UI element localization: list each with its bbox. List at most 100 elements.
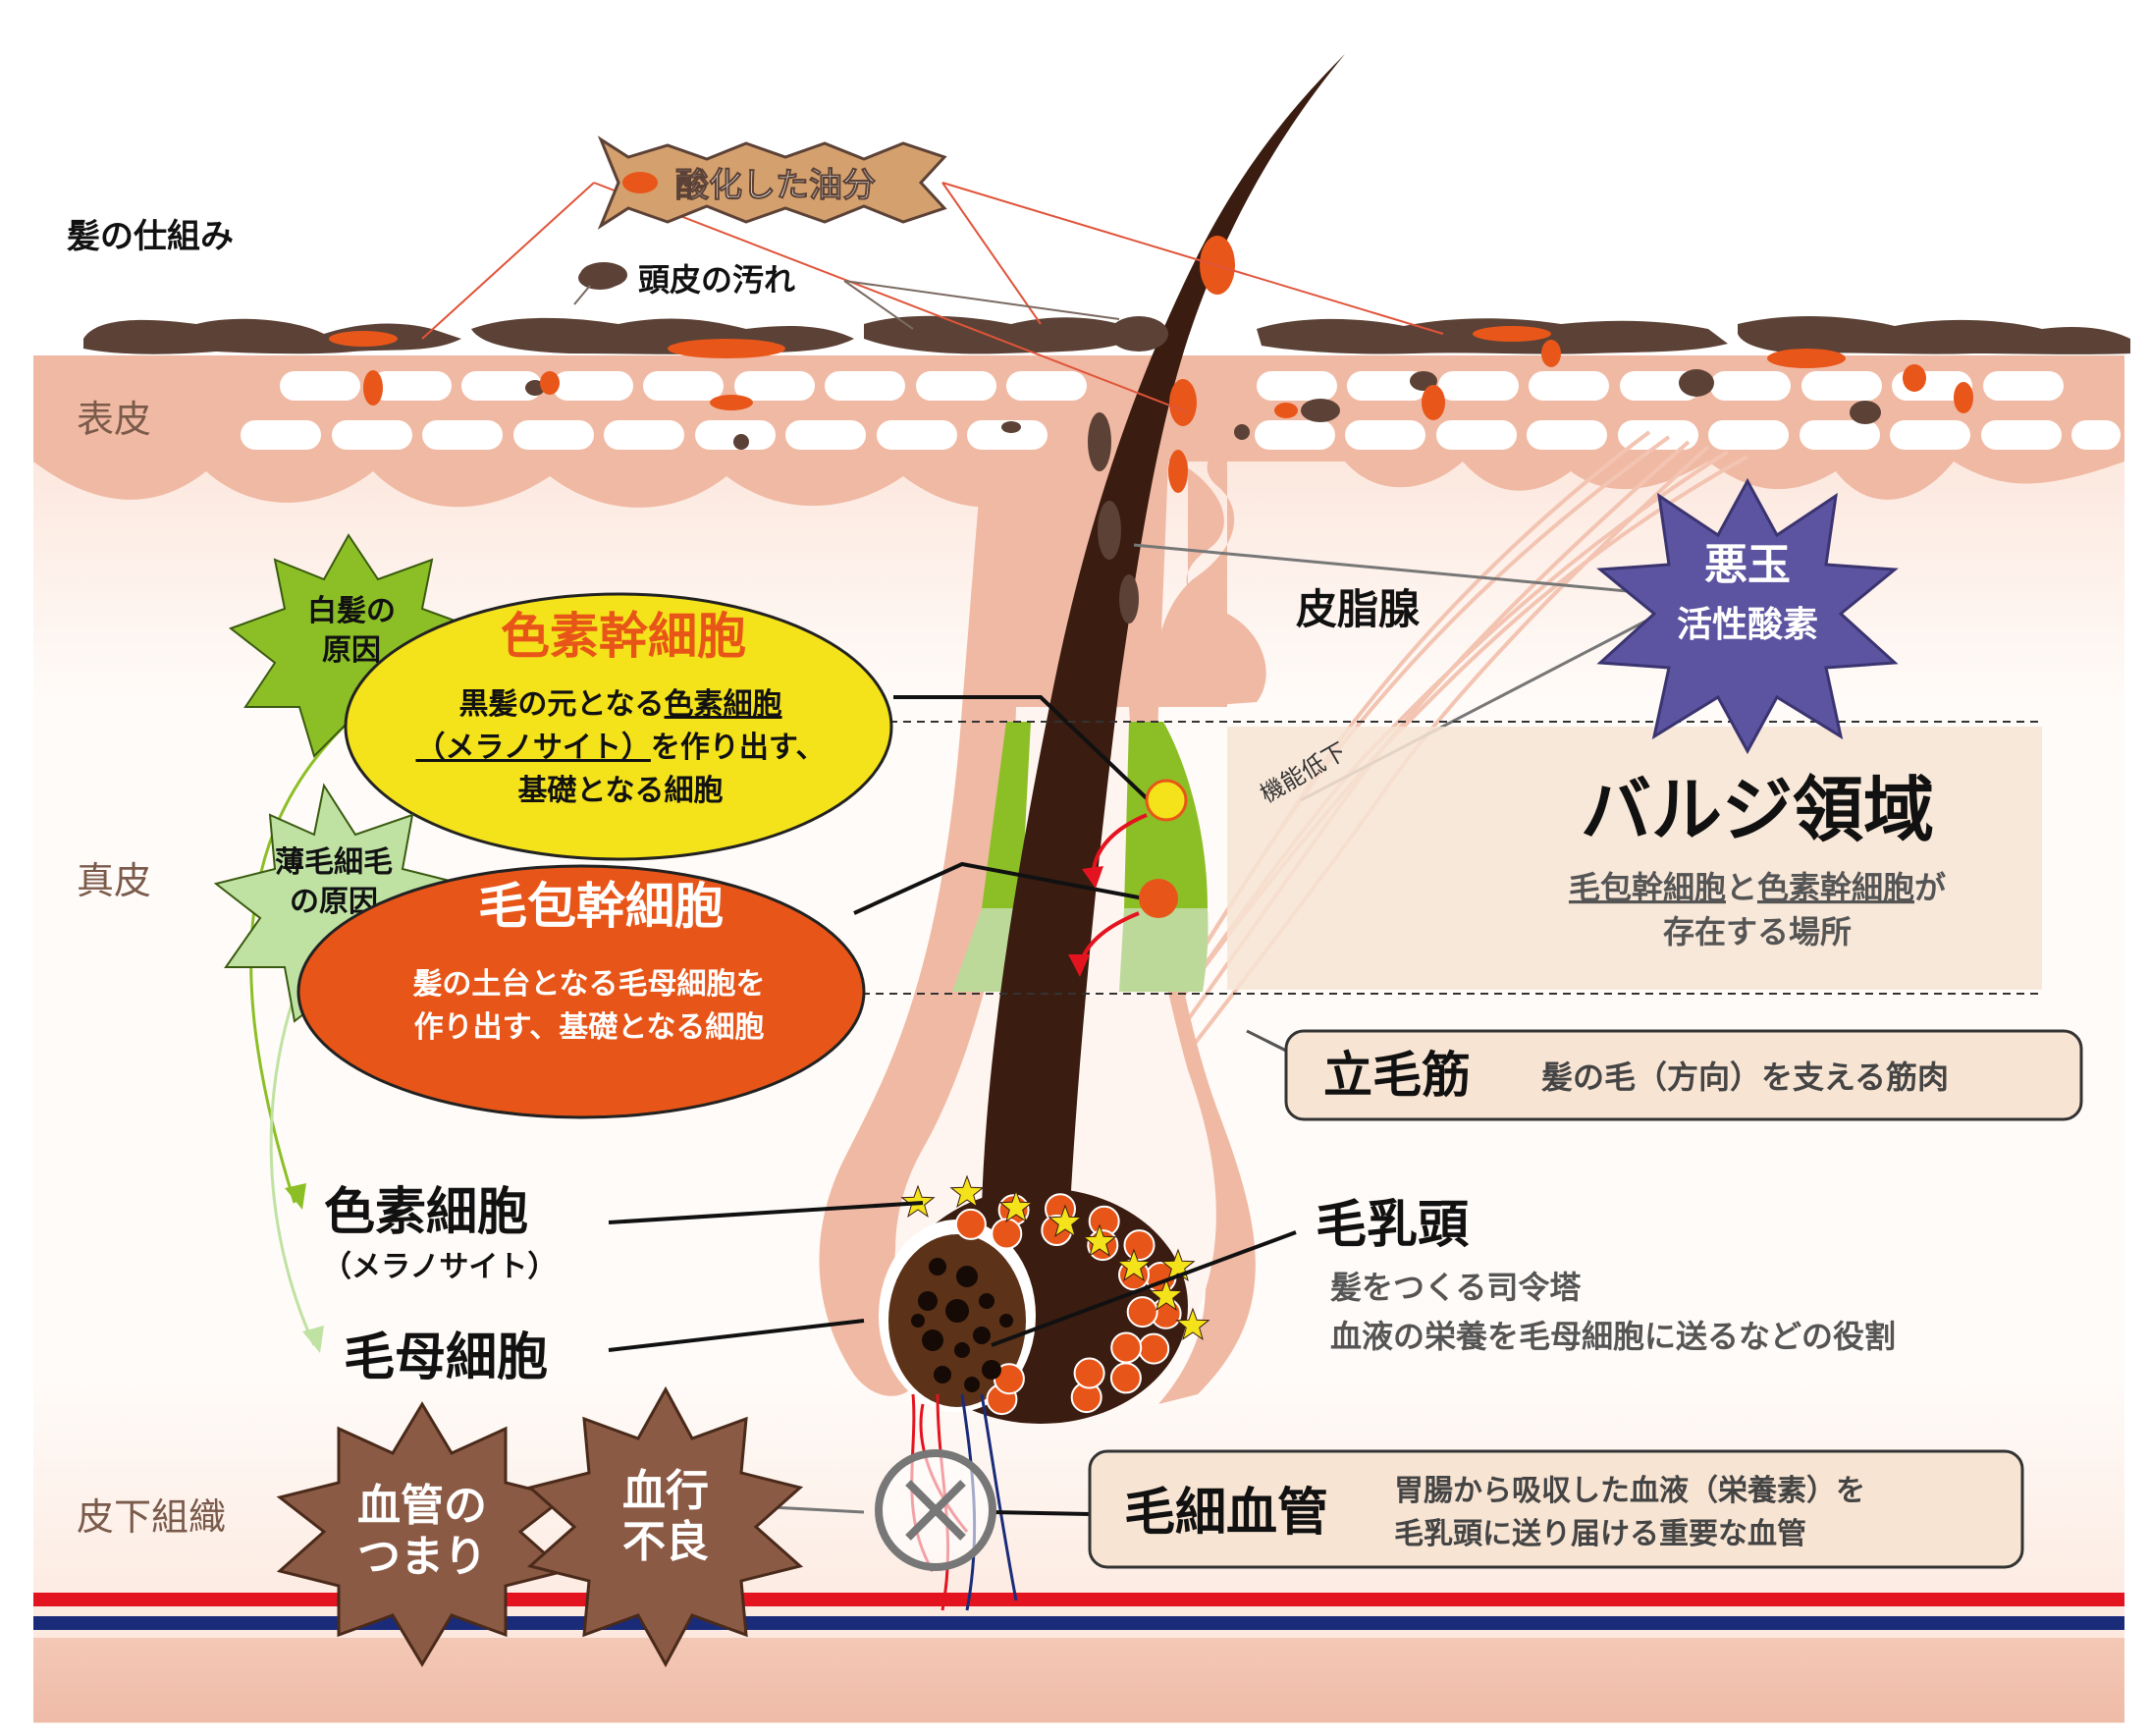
- poor-circ-line1: 血行: [622, 1466, 709, 1516]
- papilla-dot: [973, 1327, 991, 1344]
- arrow-head-2: [1068, 954, 1090, 977]
- diagram-title: 髪の仕組み: [67, 217, 234, 256]
- sebaceous-gland-label: 皮脂腺: [1296, 585, 1421, 633]
- vein-line: [33, 1616, 2124, 1630]
- papilla-dot: [964, 1377, 980, 1392]
- pigment-line2a: （メラノサイト）: [415, 731, 650, 765]
- capillary-title: 毛細血管: [1124, 1484, 1328, 1543]
- matrix-cell: [1123, 1229, 1156, 1262]
- capillary-line2: 毛乳頭に送り届ける重要な血管: [1394, 1517, 1806, 1551]
- green-arrow-head-1: [285, 1183, 306, 1210]
- matrix-cell: [1073, 1357, 1105, 1389]
- sebaceous-gland: [1178, 461, 1266, 707]
- epidermis-cells-row1: [280, 371, 2064, 401]
- scalp-dirt-callout: 頭皮の汚れ: [580, 261, 795, 298]
- hair-shaft: [982, 54, 1345, 1208]
- melanocyte-star: [949, 1174, 985, 1208]
- melanocyte-star: [1175, 1307, 1210, 1340]
- thin-hair-cause-line1: 薄毛細毛: [275, 845, 393, 880]
- papilla-dot: [956, 1266, 978, 1287]
- papilla-dot: [929, 1258, 946, 1275]
- blocked-vessel-icon: [875, 1449, 996, 1571]
- matrix-cell: [1109, 1362, 1142, 1394]
- oxidized-oil-badge: 酸化した油分: [597, 136, 947, 230]
- svg-text:黒髪の元となる色素細胞: 黒髪の元となる色素細胞: [458, 687, 781, 722]
- white-hair-cause-line1: 白髪の: [307, 594, 396, 628]
- pigment-line2b: を作り出す、: [651, 731, 826, 765]
- papilla-line1: 髪をつくる司令塔: [1330, 1269, 1582, 1306]
- papilla-line2: 血液の栄養を毛母細胞に送るなどの役割: [1330, 1318, 1896, 1355]
- melanocyte-star: [1082, 1223, 1117, 1257]
- bulge-title: バルジ領域: [1581, 769, 1934, 851]
- papilla-dot: [922, 1329, 943, 1351]
- papilla-dot: [982, 1360, 1001, 1380]
- villain-label: 悪玉: [1704, 540, 1791, 590]
- papilla-title: 毛乳頭: [1316, 1196, 1470, 1255]
- layer-label-dermis: 真皮: [77, 859, 151, 902]
- melanocyte-star: [1160, 1248, 1196, 1281]
- capillary-line1: 胃腸から吸収した血液（栄養素）を: [1394, 1474, 1865, 1508]
- oxidized-oil-spots: [329, 236, 1973, 493]
- papilla-dot: [934, 1366, 951, 1383]
- papilla-dot: [918, 1291, 938, 1311]
- matrix-cell: [1126, 1296, 1158, 1329]
- clog-line2: つまり: [357, 1532, 487, 1582]
- arrow-head-1: [1082, 866, 1103, 889]
- follicle-stem-cell-callout: 毛包幹細胞 髪の土台となる毛母細胞を 作り出す、基礎となる細胞: [296, 864, 866, 1119]
- follicle-line1: 髪の土台となる毛母細胞を: [411, 967, 765, 1002]
- bulge-line1d: が: [1914, 869, 1946, 906]
- capillary-box: 毛細血管 胃腸から吸収した血液（栄養素）を 毛乳頭に送り届ける重要な血管: [1088, 1449, 2024, 1569]
- matrix-cell: [954, 1208, 987, 1240]
- bulge-region-panel: [1227, 727, 2042, 990]
- green-arrow-head-2: [302, 1326, 324, 1353]
- epidermis-lower-wave: [33, 461, 1080, 508]
- vessel-clog-badge: 血管の つまり: [276, 1401, 568, 1667]
- active-oxygen-label: 活性酸素: [1677, 605, 1818, 645]
- papilla-dot: [911, 1314, 925, 1328]
- pigment-stem-cell-title: 色素幹細胞: [501, 608, 746, 665]
- matrix-cell: [991, 1218, 1023, 1250]
- poor-circulation-badge: 血行 不良: [526, 1385, 804, 1668]
- scalp-dirt-label: 頭皮の汚れ: [638, 261, 795, 298]
- follicle-stem-cell-title: 毛包幹細胞: [478, 878, 724, 935]
- pigment-stem-cell-dot: [1145, 779, 1188, 822]
- bulge-lightgreen-right: [1119, 908, 1209, 992]
- melanocyte-star: [998, 1189, 1034, 1222]
- oxidized-oil-label: 酸化した油分: [675, 166, 876, 205]
- papilla-dot: [954, 1342, 970, 1358]
- leader-lines: [421, 182, 1680, 1516]
- bulge-green: [982, 722, 1031, 908]
- arrector-desc: 髪の毛（方向）を支える筋肉: [1541, 1058, 1949, 1096]
- melanocyte-star: [1149, 1277, 1184, 1311]
- follicle-line2: 作り出す、基礎となる細胞: [414, 1010, 765, 1045]
- subcutaneous-band: [33, 1638, 2124, 1722]
- pigment-stem-cell-callout: 色素幹細胞 黒髪の元となる色素細胞 （メラノサイト）を作り出す、 基礎となる細胞: [344, 592, 893, 861]
- artery-line: [33, 1593, 2124, 1606]
- svg-text:（メラノサイト）を作り出す、: （メラノサイト）を作り出す、: [415, 731, 825, 765]
- melanocyte-sub: （メラノサイト）: [322, 1250, 557, 1284]
- arrector-muscle-box: 立毛筋 髪の毛（方向）を支える筋肉: [1284, 1029, 2083, 1121]
- papilla-dot: [979, 1293, 994, 1309]
- arrector-title: 立毛筋: [1323, 1047, 1471, 1104]
- epidermis-cells-row2: [241, 420, 2121, 450]
- melanocyte-star: [1048, 1204, 1083, 1237]
- papilla-dot: [999, 1314, 1013, 1328]
- bulge-line1a: 毛包幹細胞: [1569, 869, 1726, 906]
- pigment-line1b: 色素細胞: [665, 687, 782, 722]
- active-oxygen-badge: 悪玉 活性酸素: [1596, 477, 1899, 755]
- bulb-cells: [900, 1174, 1210, 1416]
- matrix-cell: [1138, 1332, 1170, 1365]
- papilla-dot: [945, 1299, 969, 1323]
- follicle-sheath: [819, 461, 1256, 1404]
- layer-label-subcutaneous: 皮下組織: [77, 1495, 226, 1539]
- bulge-line2: 存在する場所: [1663, 913, 1852, 950]
- melanocyte-title: 色素細胞: [324, 1183, 528, 1242]
- melanocyte-star: [1116, 1248, 1152, 1281]
- pigment-line1a: 黒髪の元となる: [458, 687, 664, 722]
- matrix-cell-title: 毛母細胞: [344, 1329, 548, 1387]
- bulge-line1c: 色素幹細胞: [1757, 869, 1914, 906]
- layer-label-epidermis: 表皮: [77, 398, 151, 441]
- follicle-stem-cell-dot: [1139, 879, 1178, 918]
- papilla-dots: [911, 1258, 1013, 1392]
